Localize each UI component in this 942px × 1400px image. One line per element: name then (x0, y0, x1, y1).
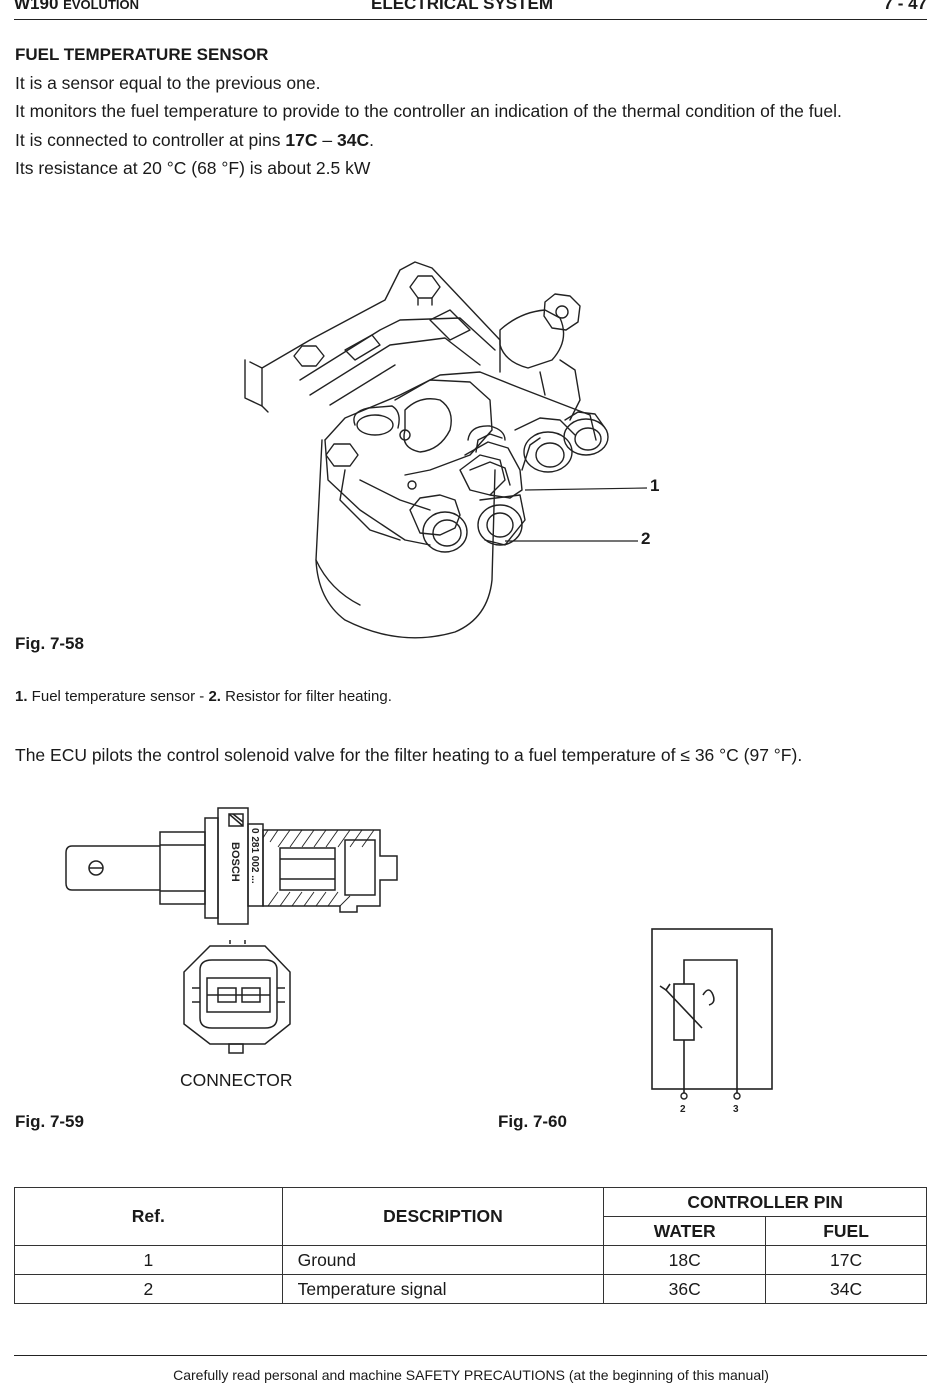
header-rule (14, 19, 927, 20)
header-model: W190 EVOLUTION (14, 0, 139, 14)
paragraph-1: It is a sensor equal to the previous one… (15, 73, 321, 93)
callout-2: 2 (641, 529, 651, 548)
paragraph-3-suffix: . (369, 130, 374, 150)
sensor-brand-text: BOSCH (229, 842, 241, 882)
col-header-controller-pin: CONTROLLER PIN (603, 1187, 927, 1217)
caption-text-2: Resistor for filter heating. (220, 688, 392, 705)
cell-water: 36C (603, 1274, 767, 1304)
cell-ref: 1 (14, 1245, 283, 1275)
paragraph-3: It is connected to controller at pins 17… (15, 130, 374, 151)
header-page-number: 7 - 47 (883, 0, 927, 13)
ecu-paragraph: The ECU pilots the control solenoid valv… (15, 745, 803, 765)
caption-num-1: 1. (15, 688, 28, 705)
fig-59-label: Fig. 7-59 (15, 1112, 84, 1131)
pin-34c: 34C (337, 130, 370, 150)
table-row: 1 Ground 18C 17C (14, 1245, 927, 1275)
col-header-ref: Ref. (14, 1187, 283, 1246)
paragraph-3-prefix: It is connected to controller at pins (15, 130, 286, 150)
sensor-part-text: 0 281 002 ... (249, 828, 260, 884)
cell-description: Ground (281, 1245, 605, 1275)
cell-description: Temperature signal (281, 1274, 605, 1304)
fig-58-label: Fig. 7-58 (15, 634, 84, 653)
cell-ref: 2 (14, 1274, 283, 1304)
header-model-suffix: EVOLUTION (63, 0, 139, 12)
col-header-water: WATER (603, 1216, 767, 1246)
connector-label: CONNECTOR (180, 1070, 293, 1090)
paragraph-3-sep: – (317, 130, 337, 150)
sensor-schematic: 2 3 (651, 928, 773, 1115)
cell-water: 18C (603, 1245, 767, 1275)
paragraph-2: It monitors the fuel temperature to prov… (15, 101, 842, 121)
col-header-description: DESCRIPTION (281, 1187, 605, 1246)
paragraph-4: Its resistance at 20 °C (68 °F) is about… (15, 158, 371, 178)
cell-fuel: 34C (765, 1274, 927, 1304)
schematic-pin-b: 3 (733, 1104, 739, 1115)
fig-58-caption: 1. Fuel temperature sensor - 2. Resistor… (15, 688, 392, 705)
footer-safety-note: Carefully read personal and machine SAFE… (173, 1367, 769, 1383)
fig-60-label: Fig. 7-60 (498, 1112, 567, 1131)
controller-pin-table: Ref. DESCRIPTION CONTROLLER PIN WATER FU… (14, 1187, 927, 1304)
cell-fuel: 17C (765, 1245, 927, 1275)
schematic-pin-a: 2 (680, 1104, 686, 1115)
col-header-fuel: FUEL (765, 1216, 927, 1246)
footer-rule (14, 1355, 927, 1356)
pin-17c: 17C (285, 130, 318, 150)
header-model-name: W190 (14, 0, 59, 13)
caption-text-1: Fuel temperature sensor - (27, 688, 209, 705)
sensor-side-view-drawing: BOSCH 0 281 002 ... (65, 807, 398, 1054)
table-row: 2 Temperature signal 36C 34C (14, 1274, 927, 1304)
header-section: ELECTRICAL SYSTEM (371, 0, 553, 13)
caption-num-2: 2. (208, 688, 221, 705)
section-title: FUEL TEMPERATURE SENSOR (15, 45, 269, 64)
callout-1: 1 (650, 476, 660, 495)
fuel-filter-illustration (244, 261, 648, 639)
